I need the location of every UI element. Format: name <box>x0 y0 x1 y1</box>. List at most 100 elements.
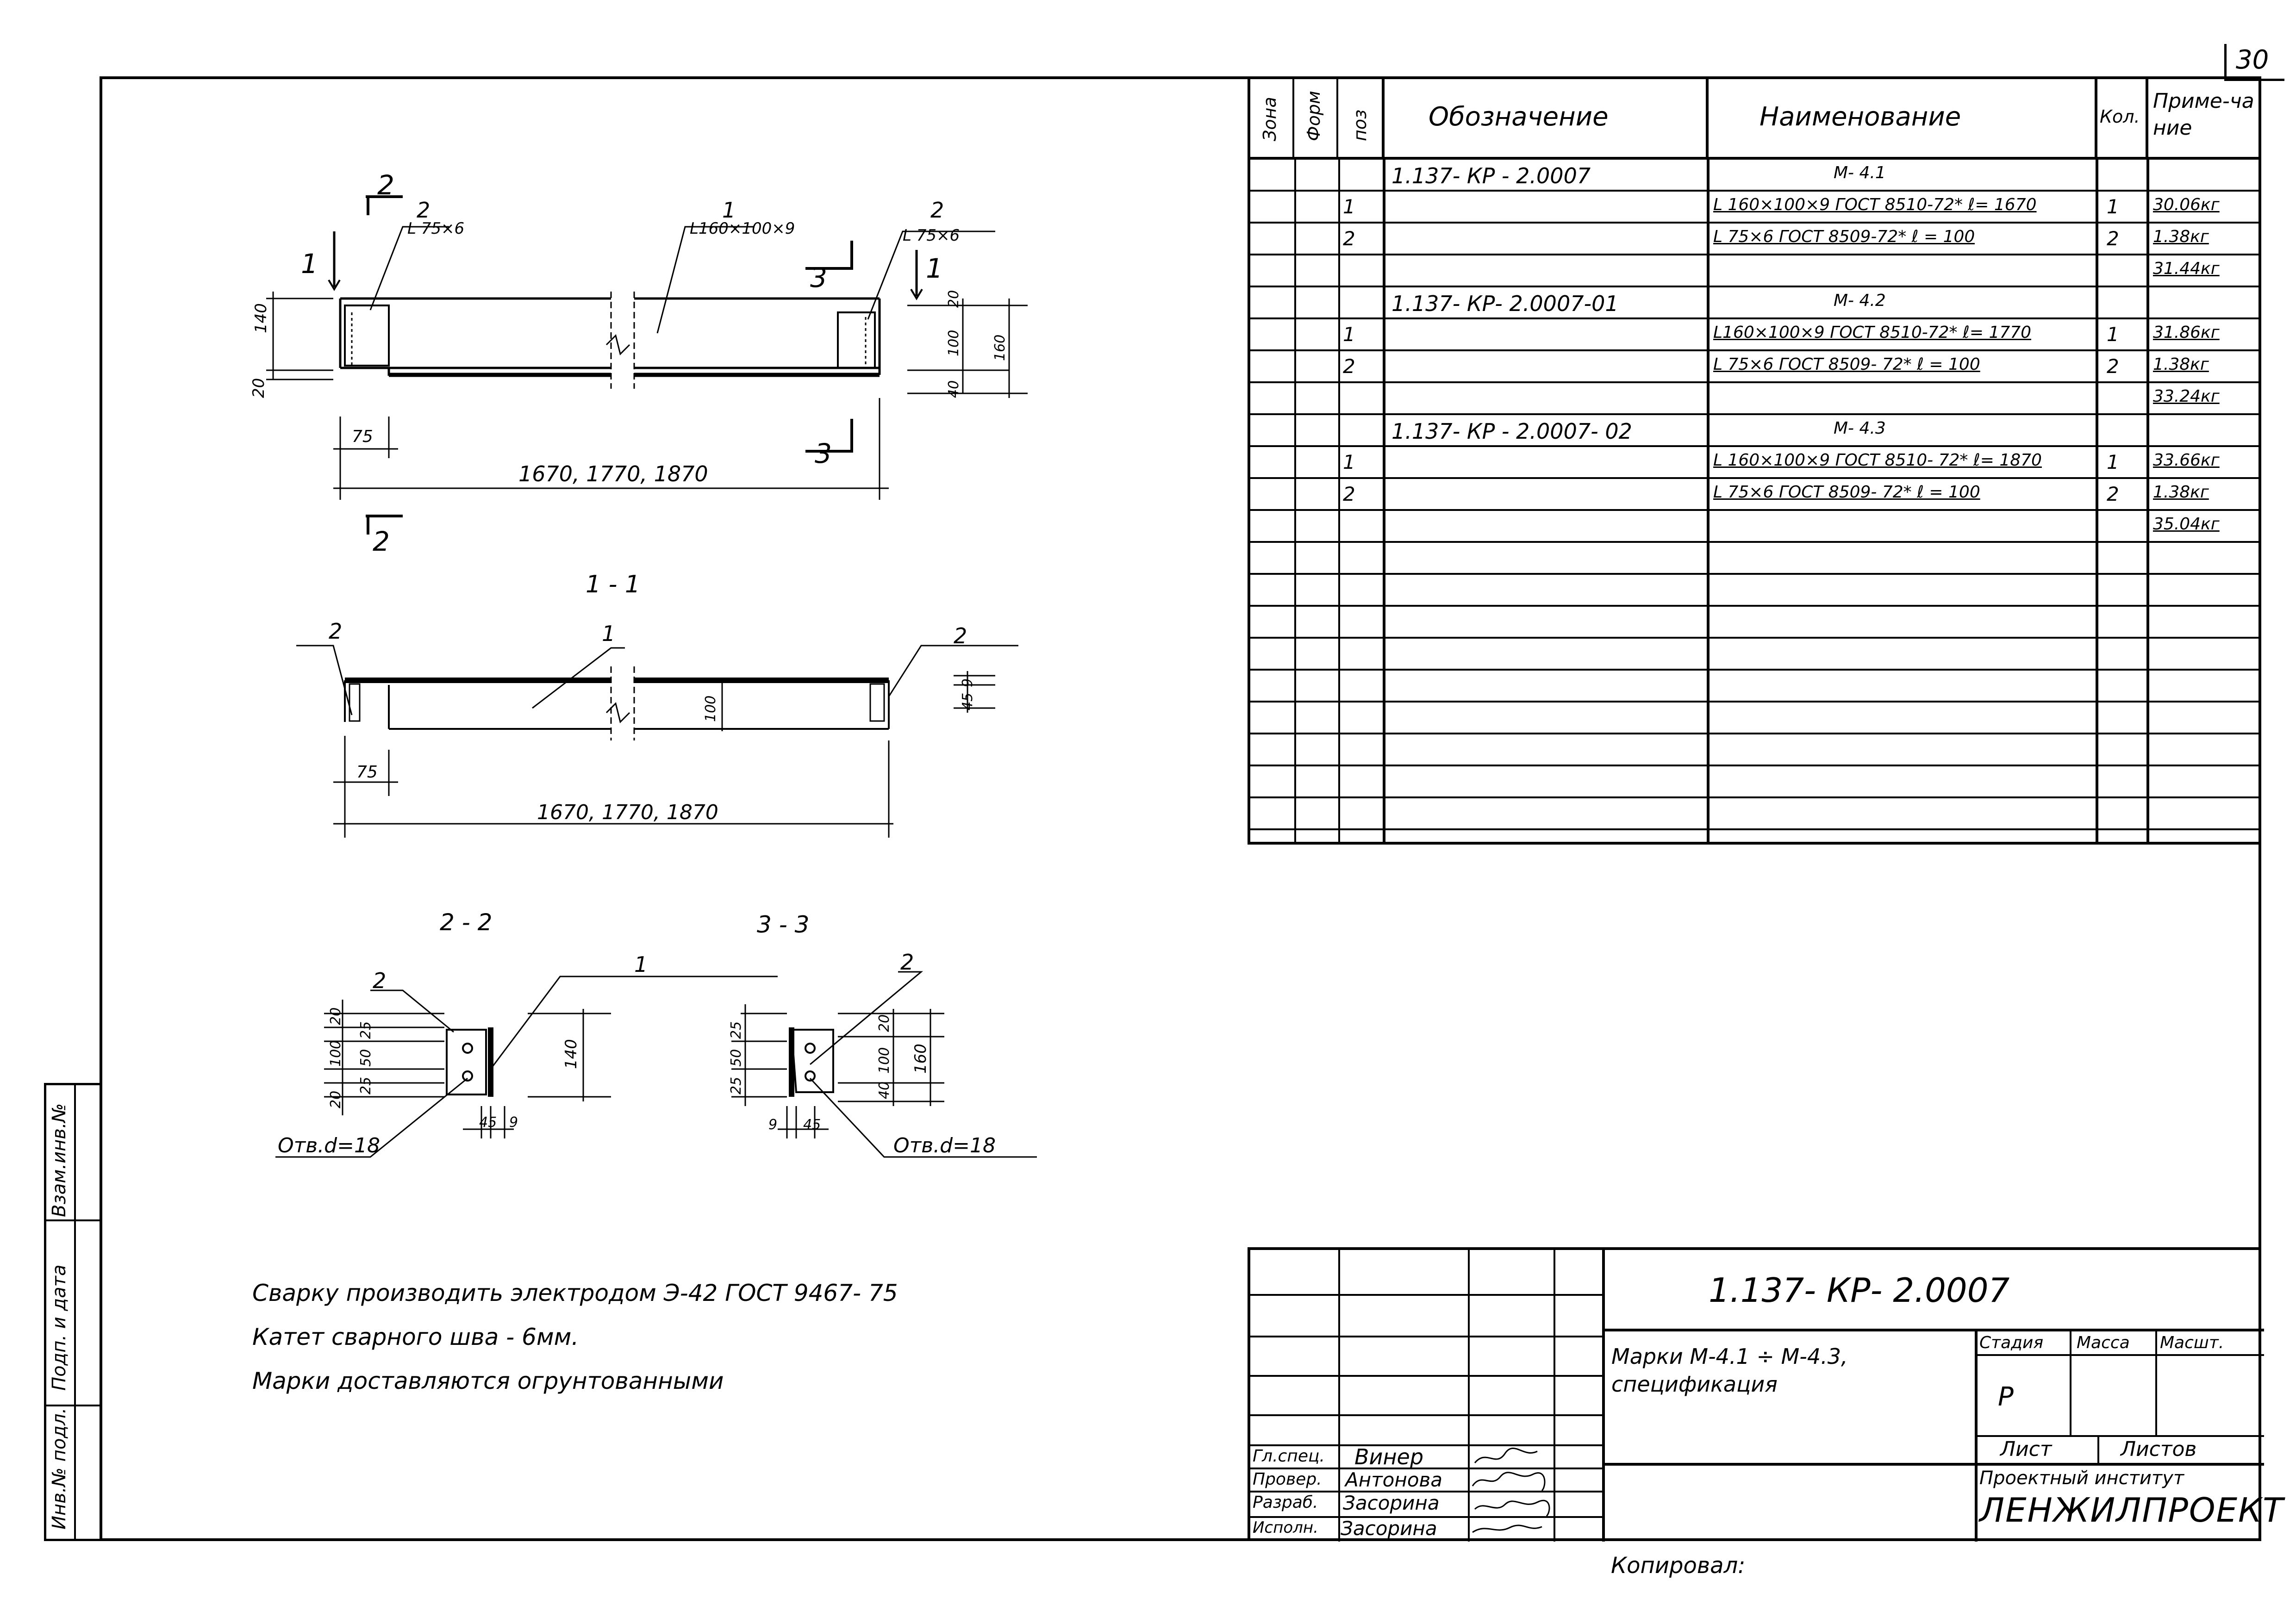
sec11-label-left: 2 <box>329 619 342 644</box>
spec-row-line <box>1250 573 2261 575</box>
spec-cell-pos: 2 <box>1343 483 1355 505</box>
hdr-name: Наименование <box>1759 102 1961 132</box>
spec-row-line <box>1250 222 2261 224</box>
plan-dim-20: 20 <box>250 378 268 398</box>
spec-row-line <box>1250 349 2261 351</box>
tb-institute-line1: Проектный институт <box>1979 1468 2184 1489</box>
sheet-number: 30 <box>2236 45 2269 75</box>
spec-cell-note: 1.38кг <box>2153 355 2209 374</box>
plan-dim-r100: 100 <box>946 330 962 356</box>
spec-row-line <box>1250 605 2261 607</box>
tb-name-3: Засорина <box>1341 1517 1437 1540</box>
sec33-dim-2: 25 <box>728 1077 744 1094</box>
sec22-title: 2 - 2 <box>440 909 492 936</box>
spec-row-line <box>1250 828 2261 830</box>
hdr-pos: поз <box>1350 109 1370 141</box>
plan-dim-r40: 40 <box>946 380 962 398</box>
sec22-dim-3: 25 <box>358 1021 374 1039</box>
sec33-label-2: 2 <box>900 950 914 975</box>
plan-dim-r160: 160 <box>992 335 1008 361</box>
spec-cell-name: L 75×6 ГОСТ 8509- 72* ℓ = 100 <box>1713 483 1980 502</box>
spec-cell-pos: 2 <box>1343 355 1355 378</box>
spec-cell-note: 31.44кг <box>2153 259 2220 278</box>
hdr-designation: Обозначение <box>1429 102 1609 132</box>
plan-part1-num: 1 <box>722 198 736 223</box>
sec22-dim-5: 25 <box>358 1077 374 1094</box>
tb-scale-label: Масшт. <box>2160 1333 2224 1352</box>
spec-cell-designation: 1.137- КР - 2.0007 <box>1391 163 1591 188</box>
sec33-hole: Отв.d=18 <box>893 1134 996 1157</box>
spec-cell-note: 33.66кг <box>2153 451 2220 470</box>
section-1-1 <box>296 645 1018 838</box>
spec-cell-designation: 1.137- КР- 2.0007-01 <box>1391 291 1619 316</box>
hdr-zone: Зона <box>1260 97 1280 141</box>
tb-role-1: Провер. <box>1253 1470 1322 1489</box>
spec-cell-note: 31.86кг <box>2153 323 2220 342</box>
spec-row-line <box>1250 477 2261 479</box>
spec-cell-name: М- 4.1 <box>1834 163 1886 182</box>
sec22-dim-0: 20 <box>328 1007 344 1025</box>
sec33-dim-5: 40 <box>876 1082 892 1099</box>
hdr-note: Приме-чание <box>2153 89 2254 140</box>
spec-header: Зона Форм поз Обозначение Наименование К… <box>1250 76 2261 160</box>
spec-cell-pos: 1 <box>1343 195 1355 218</box>
spec-row-line <box>1250 445 2261 447</box>
sec22-dim-4: 50 <box>358 1049 374 1067</box>
plan-dim-140: 140 <box>252 303 270 333</box>
sec33-dim-1: 50 <box>728 1049 744 1067</box>
plan-cut1-left: 1 <box>301 248 318 280</box>
sec11-dim-75: 75 <box>356 763 378 782</box>
sec33-dim-3: 20 <box>876 1014 892 1032</box>
note-1: Сварку производить электродом Э-42 ГОСТ … <box>252 1280 898 1306</box>
sec11-label-mid: 1 <box>602 621 615 646</box>
sec33-dim-0: 25 <box>728 1021 744 1039</box>
plan-cut3-top: 3 <box>810 262 827 293</box>
sec33-dim-45: 45 <box>803 1117 821 1133</box>
copied-label: Копировал: <box>1611 1553 1746 1579</box>
spec-row-line <box>1250 286 2261 287</box>
side-stamp: Взам.инв.№ Подп. и дата Инв.№ подл. <box>44 1083 102 1541</box>
section11-texts: 1 - 1 2 1 2 100 9 45 75 1670, 1770, 1870 <box>329 571 976 824</box>
hdr-qty: Кол. <box>2100 106 2140 127</box>
spec-cell-designation: 1.137- КР - 2.0007- 02 <box>1391 419 1632 444</box>
plan-dim-75: 75 <box>352 427 373 446</box>
sec11-label-right: 2 <box>954 623 967 648</box>
plan-part1-size: L160×100×9 <box>690 219 795 238</box>
plan-dim-length: 1670, 1770, 1870 <box>518 461 708 486</box>
plan-part2-right-size: L 75×6 <box>903 226 960 245</box>
sec33-title: 3 - 3 <box>757 911 809 938</box>
sec33-dim-4: 100 <box>876 1047 892 1074</box>
spec-row-line <box>1250 254 2261 255</box>
spec-row-line <box>1250 701 2261 703</box>
hdr-format: Форм <box>1304 91 1324 141</box>
sec33-dim-6: 160 <box>911 1044 930 1074</box>
tb-stage-value: Р <box>1998 1382 2014 1412</box>
sec22-dim-1: 100 <box>328 1040 344 1067</box>
spec-row-line <box>1250 381 2261 383</box>
spec-cell-name: L160×100×9 ГОСТ 8510-72* ℓ= 1770 <box>1713 323 2032 342</box>
title-block: 1.137- КР- 2.0007 Марки М-4.1 ÷ М-4.3, с… <box>1248 1247 2283 1542</box>
spec-row-line <box>1250 669 2261 671</box>
spec-cell-name: L 160×100×9 ГОСТ 8510- 72* ℓ= 1870 <box>1713 451 2042 470</box>
spec-row-line <box>1250 317 2261 319</box>
tb-institute-line2: ЛЕНЖИЛПРОЕКТ <box>1979 1491 2284 1530</box>
spec-cell-pos: 1 <box>1343 323 1355 346</box>
tb-stage-label: Стадия <box>1979 1333 2044 1352</box>
sec11-dim-length: 1670, 1770, 1870 <box>537 801 718 824</box>
sec22-label-2: 2 <box>373 968 386 993</box>
plan-cut2-top: 2 <box>377 169 394 201</box>
spec-cell-name: L 75×6 ГОСТ 8509-72* ℓ = 100 <box>1713 227 1975 246</box>
plan-texts: 2 2 1 1 3 3 2 L 75×6 1 L160×100×9 2 L 75… <box>250 169 1008 557</box>
sheet-number-box: 30 <box>2224 44 2284 81</box>
spec-row-line <box>1250 765 2261 766</box>
spec-row-line <box>1250 541 2261 543</box>
plan-cut1-right: 1 <box>926 253 943 284</box>
tb-name-2: Засорина <box>1343 1492 1440 1514</box>
tb-sheets-label: Листов <box>2121 1437 2197 1461</box>
drawing-frame <box>100 76 2261 1541</box>
tb-role-3: Исполн. <box>1253 1518 1318 1537</box>
section33-texts: 3 - 3 2 1 25 50 25 20 100 40 160 9 45 От… <box>634 911 996 1157</box>
spec-row-line <box>1250 796 2261 798</box>
spec-row-line <box>1250 637 2261 639</box>
